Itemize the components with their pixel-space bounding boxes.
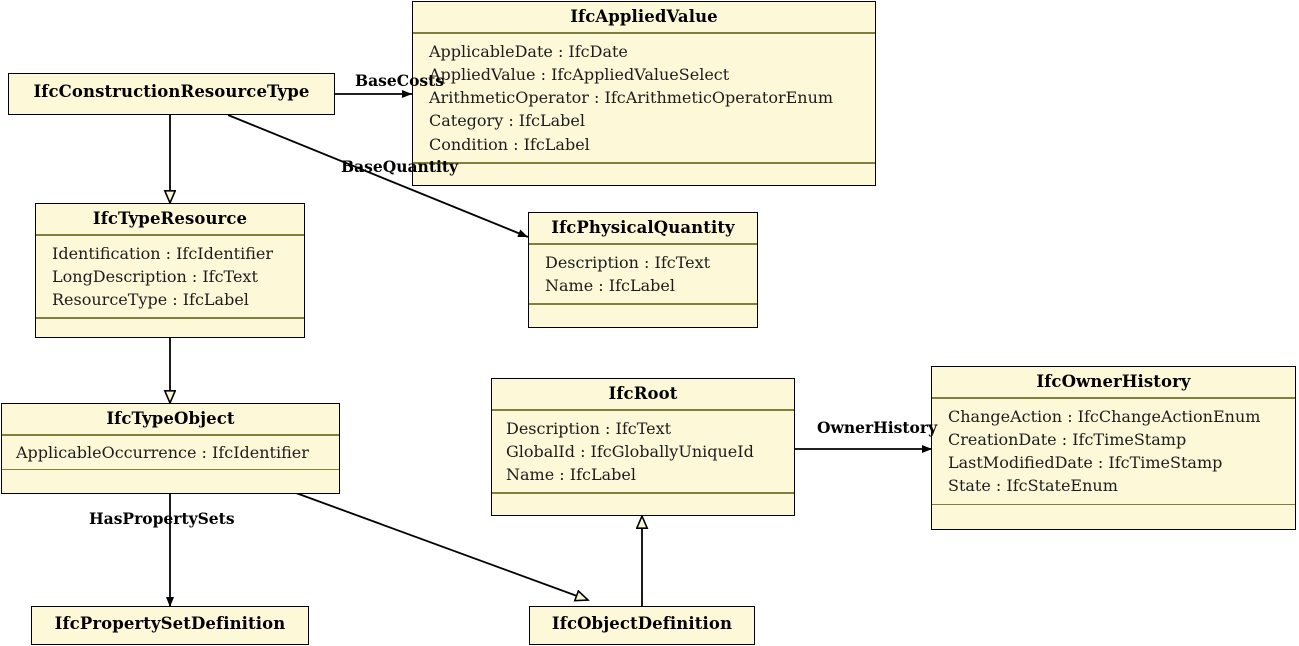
compartment-separator xyxy=(2,434,339,436)
class-box-ifcownerhistory[interactable]: IfcOwnerHistory ChangeAction : IfcChange… xyxy=(931,366,1296,530)
class-box-ifcpropertysetdefinition[interactable]: IfcPropertySetDefinition xyxy=(31,606,309,645)
attribute-row: ChangeAction : IfcChangeActionEnum xyxy=(948,406,1261,426)
compartment-separator xyxy=(529,303,757,305)
class-title: IfcObjectDefinition xyxy=(551,614,733,633)
attribute-row: ResourceType : IfcLabel xyxy=(52,290,249,310)
compartment-separator xyxy=(413,162,875,164)
operations-compartment xyxy=(2,470,339,488)
edge-label-haspropertysets: HasPropertySets xyxy=(89,509,235,528)
class-title: IfcRoot xyxy=(608,384,678,403)
class-title: IfcAppliedValue xyxy=(570,7,718,26)
attributes-compartment: ChangeAction : IfcChangeActionEnum Creat… xyxy=(932,399,1295,504)
attribute-row: Identification : IfcIdentifier xyxy=(52,243,273,263)
class-title: IfcTypeResource xyxy=(92,209,248,228)
compartment-separator xyxy=(492,492,794,495)
edge-label-ownerhistory: OwnerHistory xyxy=(817,418,938,437)
class-box-ifcconstructionresourcetype[interactable]: IfcConstructionResourceType xyxy=(8,73,335,115)
class-title: IfcPhysicalQuantity xyxy=(551,218,735,237)
attribute-row: Condition : IfcLabel xyxy=(429,134,590,154)
class-box-ifctyperesource[interactable]: IfcTypeResource Identification : IfcIden… xyxy=(35,203,305,338)
class-title: IfcConstructionResourceType xyxy=(33,82,310,101)
attributes-compartment: Identification : IfcIdentifier LongDescr… xyxy=(36,236,304,318)
compartment-separator xyxy=(529,243,757,245)
class-box-ifcroot[interactable]: IfcRoot Description : IfcText GlobalId :… xyxy=(491,378,795,516)
attribute-row: ApplicableOccurrence : IfcIdentifier xyxy=(16,442,309,462)
class-title: IfcTypeObject xyxy=(106,409,235,428)
class-title: IfcPropertySetDefinition xyxy=(54,614,286,633)
operations-compartment xyxy=(413,164,875,182)
class-box-ifcobjectdefinition[interactable]: IfcObjectDefinition xyxy=(529,606,755,645)
attribute-row: ArithmeticOperator : IfcArithmeticOperat… xyxy=(429,88,834,108)
attribute-row: AppliedValue : IfcAppliedValueSelect xyxy=(429,64,730,84)
attribute-row: GlobalId : IfcGloballyUniqueId xyxy=(506,441,754,461)
compartment-separator xyxy=(492,409,794,411)
compartment-separator xyxy=(2,468,339,471)
attributes-compartment: ApplicableOccurrence : IfcIdentifier xyxy=(2,436,339,469)
operations-compartment xyxy=(932,505,1295,523)
attribute-row: Name : IfcLabel xyxy=(506,465,636,485)
attributes-compartment: Description : IfcText GlobalId : IfcGlob… xyxy=(492,411,794,493)
attribute-row: LongDescription : IfcText xyxy=(52,266,258,286)
compartment-separator xyxy=(36,234,304,236)
attributes-compartment: Description : IfcText Name : IfcLabel xyxy=(529,245,757,304)
attributes-compartment: ApplicableDate : IfcDate AppliedValue : … xyxy=(413,34,875,162)
attribute-row: Category : IfcLabel xyxy=(429,111,585,131)
compartment-separator xyxy=(413,32,875,34)
class-box-ifcappliedvalue[interactable]: IfcAppliedValue ApplicableDate : IfcDate… xyxy=(412,1,876,186)
operations-compartment xyxy=(492,494,794,512)
attribute-row: Description : IfcText xyxy=(506,418,672,438)
attribute-row: Name : IfcLabel xyxy=(545,275,675,295)
operations-compartment xyxy=(529,305,757,323)
class-title: IfcOwnerHistory xyxy=(1036,372,1191,391)
attribute-row: State : IfcStateEnum xyxy=(948,476,1118,496)
class-box-ifcphysicalquantity[interactable]: IfcPhysicalQuantity Description : IfcTex… xyxy=(528,212,758,328)
attribute-row: LastModifiedDate : IfcTimeStamp xyxy=(948,453,1223,473)
attribute-row: Description : IfcText xyxy=(545,252,711,272)
edge-label-basecosts: BaseCosts xyxy=(355,71,445,90)
compartment-separator xyxy=(932,503,1295,506)
compartment-separator xyxy=(36,317,304,320)
edge-label-basequantity: BaseQuantity xyxy=(341,157,459,176)
attribute-row: ApplicableDate : IfcDate xyxy=(429,41,628,61)
class-box-ifctypeobject[interactable]: IfcTypeObject ApplicableOccurrence : Ifc… xyxy=(1,403,340,494)
attribute-row: CreationDate : IfcTimeStamp xyxy=(948,429,1187,449)
operations-compartment xyxy=(36,319,304,337)
compartment-separator xyxy=(932,397,1295,399)
